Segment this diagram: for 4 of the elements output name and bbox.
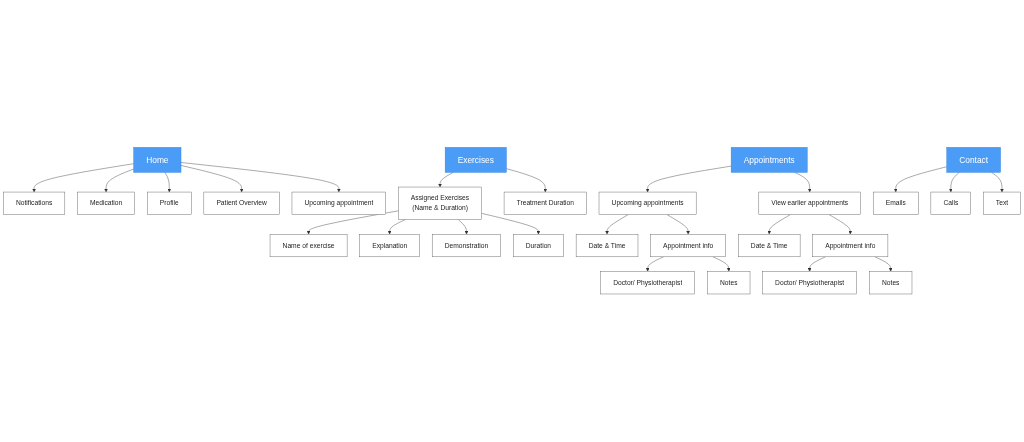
node-box: Appointments <box>730 147 808 173</box>
node-box: Contact <box>946 147 1001 173</box>
node-box: Home <box>133 147 182 173</box>
node-box: Exercises <box>444 147 507 173</box>
